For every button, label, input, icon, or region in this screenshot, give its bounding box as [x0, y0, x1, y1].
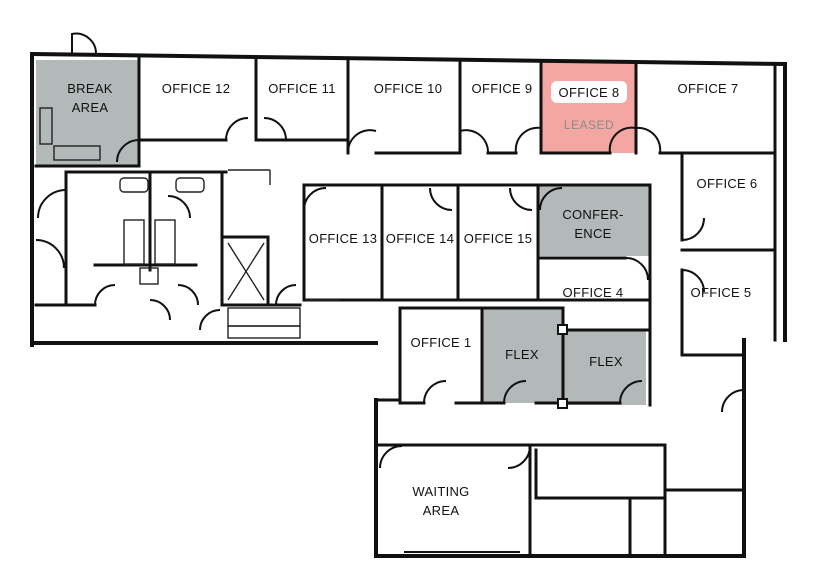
- right-office-doors: [681, 217, 745, 413]
- flex-column-posts: [557, 324, 568, 409]
- entry-door-top: [71, 32, 98, 55]
- office-15-label: OFFICE 15: [464, 231, 532, 246]
- service-block-walls: [34, 138, 302, 307]
- office-11-label: OFFICE 11: [268, 81, 335, 96]
- right-office-walls: [680, 151, 777, 357]
- flex-b-fill: [564, 330, 646, 405]
- middle-office-doors: [303, 187, 650, 281]
- flex-a-fill: [482, 309, 562, 403]
- waiting-area-doors: [379, 445, 531, 469]
- top-office-walls: [137, 56, 777, 252]
- top-office-doors: [225, 117, 662, 154]
- office-4-label: OFFICE 4: [563, 285, 624, 300]
- waiting-area-label-line2: AREA: [423, 503, 460, 518]
- flex-a-label: FLEX: [505, 347, 539, 362]
- office-14-label: OFFICE 14: [386, 231, 454, 246]
- lower-office-walls: [374, 306, 652, 407]
- lower-office-doors: [423, 380, 643, 404]
- office-1-label: OFFICE 1: [411, 335, 472, 350]
- office-10-label: OFFICE 10: [374, 81, 442, 96]
- break-area-label-line2: AREA: [72, 100, 109, 115]
- office-7-label: OFFICE 7: [678, 81, 739, 96]
- conference-label-line1: CONFER-: [562, 207, 623, 222]
- service-block-doors: [35, 139, 297, 331]
- office-8-label-chip: [551, 81, 627, 103]
- waiting-area-label-line1: WAITING: [412, 484, 469, 499]
- waiting-area-walls: [374, 443, 746, 558]
- outer-walls: [29, 51, 788, 558]
- office-8-label: OFFICE 8: [559, 85, 620, 100]
- office-8-leased-fill: [541, 60, 636, 153]
- office-12-label: OFFICE 12: [162, 81, 230, 96]
- office-13-label: OFFICE 13: [309, 231, 377, 246]
- flex-b-label: FLEX: [589, 354, 623, 369]
- break-area-label-line1: BREAK: [67, 81, 113, 96]
- conference-label-line2: ENCE: [574, 226, 611, 241]
- office-5-label: OFFICE 5: [691, 285, 752, 300]
- office-8-status: LEASED: [564, 118, 614, 132]
- conference-fill: [538, 186, 650, 256]
- room-labels: BREAK AREA OFFICE 12 OFFICE 11 OFFICE 10…: [67, 81, 757, 518]
- office-6-label: OFFICE 6: [697, 176, 758, 191]
- service-block-details: [39, 107, 340, 339]
- office-9-label: OFFICE 9: [472, 81, 533, 96]
